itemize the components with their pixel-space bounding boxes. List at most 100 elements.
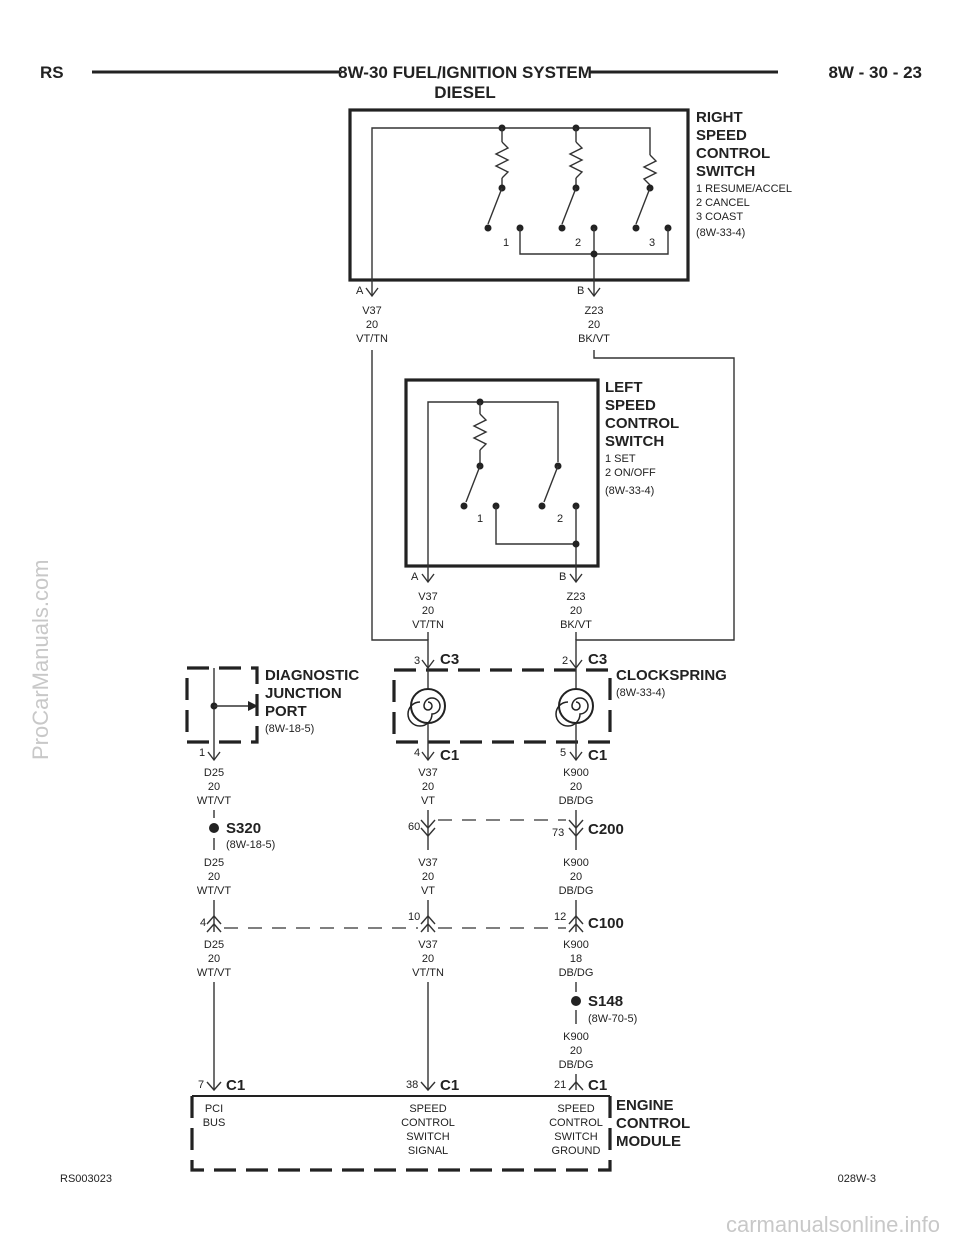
right-wire-a-gauge: 20 <box>366 319 378 331</box>
engine-control-module: 7 C1 38 C1 21 C1 PCI BUS SPEED CONTROL S… <box>190 1077 690 1172</box>
c200-pin-left: 60 <box>408 821 420 833</box>
v37-b-color: VT <box>421 885 435 897</box>
c100-pin-right: 12 <box>554 911 566 923</box>
clockspring-coil-left <box>407 688 446 727</box>
diag-port-ref: (8W-18-5) <box>265 723 314 735</box>
header-title-line2: DIESEL <box>434 83 495 102</box>
right-switch-contact-3: 3 <box>649 237 655 249</box>
ecm-label3-line2: CONTROL <box>549 1117 603 1129</box>
splice-s320-ref: (8W-18-5) <box>226 839 275 851</box>
left-switch-position-1: 1 SET <box>605 453 636 465</box>
header-left: RS <box>40 63 64 82</box>
ecm-label3-line4: GROUND <box>552 1145 601 1157</box>
ecm-label3-line3: SWITCH <box>554 1131 597 1143</box>
splice-s148-ref: (8W-70-5) <box>588 1013 637 1025</box>
v37-b-code: V37 <box>418 857 438 869</box>
right-switch-pin-b: B <box>577 285 584 297</box>
k900-c-color: DB/DG <box>559 967 594 979</box>
right-switch-name-3: CONTROL <box>696 145 770 162</box>
wire-v37-right-to-clockspring <box>371 350 429 650</box>
ecm-name-1: ENGINE <box>616 1097 674 1114</box>
d25-c-color: WT/VT <box>197 967 231 979</box>
splice-s320: S320 <box>226 820 261 837</box>
right-switch-name-2: SPEED <box>696 127 747 144</box>
ecm-label2-line4: SIGNAL <box>408 1145 448 1157</box>
right-wire-b-code: Z23 <box>585 305 604 317</box>
splice-s148-dot <box>571 996 581 1006</box>
right-switch-ref: (8W-33-4) <box>696 227 745 239</box>
right-switch-name-1: RIGHT <box>696 109 743 126</box>
k900-d-code: K900 <box>563 1031 589 1043</box>
footer-left: RS003023 <box>60 1173 112 1185</box>
watermark-side: ProCarManuals.com <box>28 559 53 760</box>
right-switch-name-4: SWITCH <box>696 163 755 180</box>
d25-a-gauge: 20 <box>208 781 220 793</box>
d25-b-color: WT/VT <box>197 885 231 897</box>
ecm-label2-line1: SPEED <box>409 1103 446 1115</box>
ecm-pin-2-conn: C1 <box>440 1077 459 1094</box>
ecm-label2-line2: CONTROL <box>401 1117 455 1129</box>
v37-a-code: V37 <box>418 767 438 779</box>
ecm-pin-1-conn: C1 <box>226 1077 245 1094</box>
ecm-pin-1: 7 <box>198 1079 204 1091</box>
diag-port-pin: 1 <box>199 747 205 759</box>
ecm-label1-line2: BUS <box>203 1117 226 1129</box>
ecm-label3-line1: SPEED <box>557 1103 594 1115</box>
clockspring-top-right-pin: 2 <box>562 655 568 667</box>
k900-a-code: K900 <box>563 767 589 779</box>
clockspring-bottom-left-conn: C1 <box>440 747 459 764</box>
left-wire-a-code: V37 <box>418 591 438 603</box>
splice-s148: S148 <box>588 993 623 1010</box>
left-wire-b-color: BK/VT <box>560 619 592 631</box>
left-speed-control-switch: 1 2 LEFT SPEED CONTROL SWITCH 1 SET 2 ON… <box>404 378 679 631</box>
right-switch-position-3: 3 COAST <box>696 211 743 223</box>
clockspring-top-right-conn: C3 <box>588 651 607 668</box>
clockspring-top-left-pin: 3 <box>414 655 420 667</box>
d25-a-code: D25 <box>204 767 224 779</box>
left-switch-name-1: LEFT <box>605 379 643 396</box>
left-switch-ref: (8W-33-4) <box>605 485 654 497</box>
c100-pin-mid: 10 <box>408 911 420 923</box>
ecm-pin-3: 21 <box>554 1079 566 1091</box>
clockspring-bottom-right-conn: C1 <box>588 747 607 764</box>
left-switch-pin-b: B <box>559 571 566 583</box>
k900-circuit: K900 20 DB/DG 73 C200 K900 20 DB/DG 12 C… <box>552 767 637 1090</box>
v37-a-color: VT <box>421 795 435 807</box>
d25-b-code: D25 <box>204 857 224 869</box>
diag-port-name-3: PORT <box>265 703 307 720</box>
left-switch-name-2: SPEED <box>605 397 656 414</box>
v37-c-color: VT/TN <box>412 967 444 979</box>
left-wire-b-code: Z23 <box>567 591 586 603</box>
c200-pin-right: 73 <box>552 827 564 839</box>
right-wire-b-color: BK/VT <box>578 333 610 345</box>
d25-circuit: D25 20 WT/VT S320 (8W-18-5) D25 20 WT/VT… <box>197 767 275 1090</box>
k900-c-code: K900 <box>563 939 589 951</box>
k900-a-gauge: 20 <box>570 781 582 793</box>
left-wire-a-gauge: 20 <box>422 605 434 617</box>
c100-pin-left: 4 <box>200 917 206 929</box>
k900-c-gauge: 18 <box>570 953 582 965</box>
ecm-pin-2: 38 <box>406 1079 418 1091</box>
clockspring-name: CLOCKSPRING <box>616 667 727 684</box>
wire-z23-right-to-clockspring <box>575 350 735 650</box>
footer-right: 028W-3 <box>838 1173 876 1185</box>
clockspring-bottom-right-pin: 5 <box>560 747 566 759</box>
v37-b-gauge: 20 <box>422 871 434 883</box>
k900-b-code: K900 <box>563 857 589 869</box>
header-title-line1: 8W-30 FUEL/IGNITION SYSTEM <box>338 63 592 82</box>
left-switch-contact-2: 2 <box>557 513 563 525</box>
k900-a-color: DB/DG <box>559 795 594 807</box>
diag-port-name-1: DIAGNOSTIC <box>265 667 359 684</box>
clockspring-ref: (8W-33-4) <box>616 687 665 699</box>
ecm-name-3: MODULE <box>616 1133 681 1150</box>
right-switch-position-2: 2 CANCEL <box>696 197 750 209</box>
ecm-name-2: CONTROL <box>616 1115 690 1132</box>
clockspring-bottom-left-pin: 4 <box>414 747 420 759</box>
right-switch-position-1: 1 RESUME/ACCEL <box>696 183 792 195</box>
right-switch-contact-2: 2 <box>575 237 581 249</box>
left-switch-contact-1: 1 <box>477 513 483 525</box>
clockspring-top-left-conn: C3 <box>440 651 459 668</box>
splice-s320-dot <box>209 823 219 833</box>
left-switch-pin-a: A <box>411 571 419 583</box>
